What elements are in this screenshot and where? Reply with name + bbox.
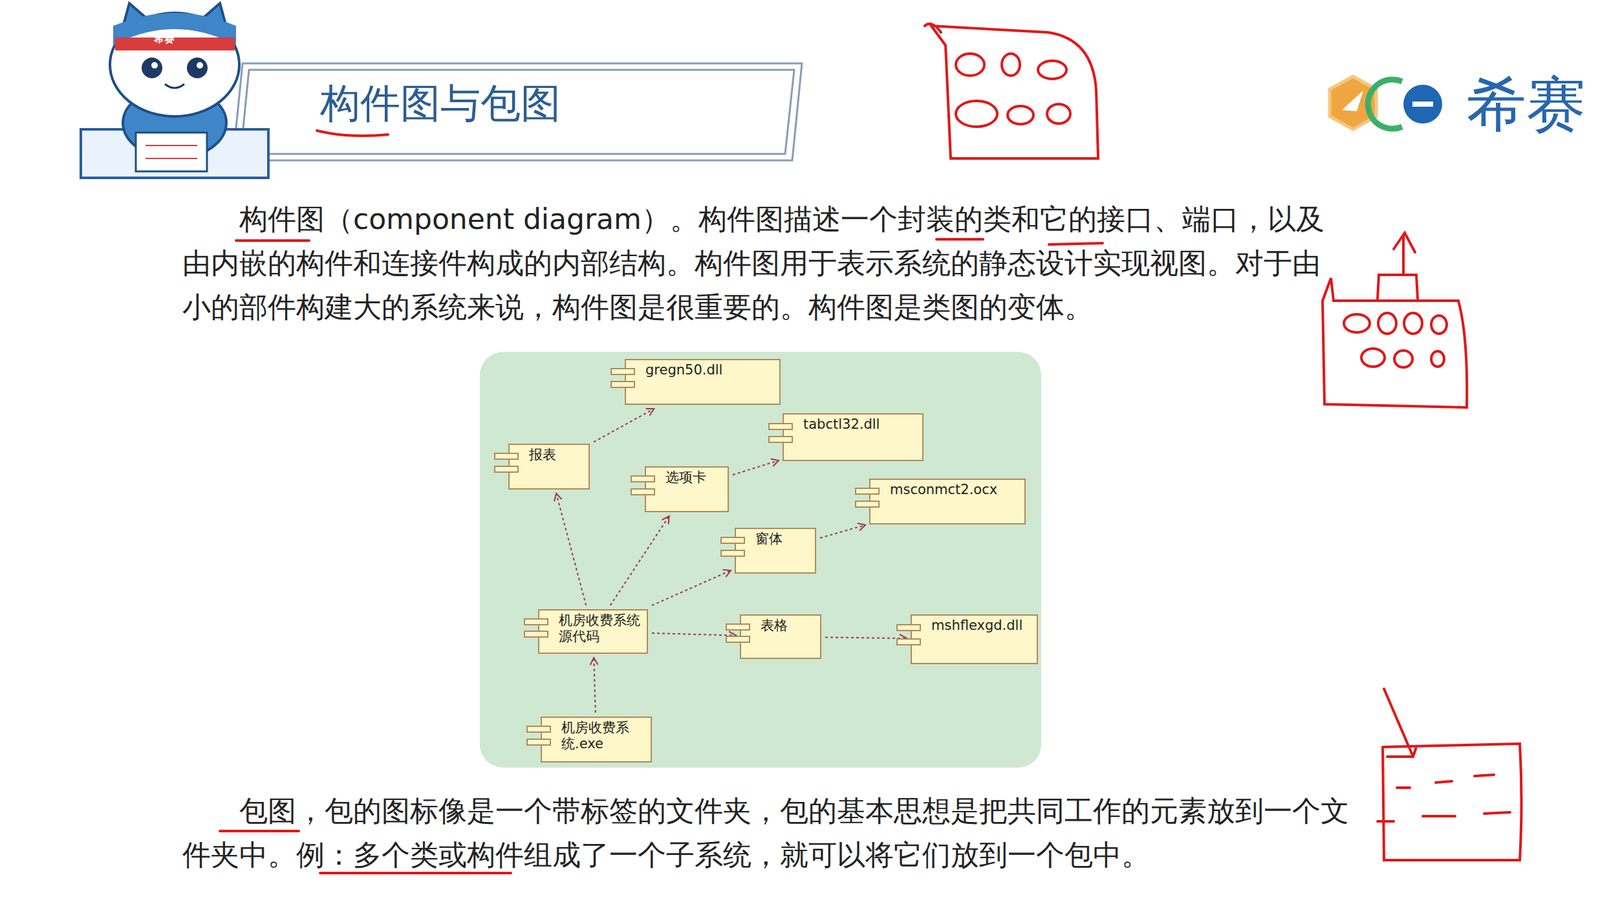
dependency-arrow: [732, 460, 779, 475]
logo-text: 希赛: [1466, 71, 1586, 139]
component-box: tabctl32.dll: [782, 413, 924, 462]
component-tab: [725, 623, 751, 631]
component-name: msconmct2.ocx: [889, 481, 1021, 498]
component-tab: [720, 549, 746, 557]
mascot-badge: 希赛: [153, 32, 175, 46]
dependency-arrow: [593, 657, 596, 713]
component-tab: [526, 738, 552, 746]
logo-icon: [1329, 76, 1443, 130]
component-tab: [720, 536, 746, 544]
body-paragraph: 包图，包的图标像是一个带标签的文件夹，包的基本思想是把共同工作的元素放到一个文件…: [182, 789, 1353, 877]
component-tab: [494, 465, 519, 473]
component-tab: [526, 725, 552, 733]
dependency-arrow: [556, 493, 586, 606]
component-name: 窗体: [755, 530, 811, 548]
component-name: 选项卡: [665, 469, 724, 486]
component-tab: [630, 488, 656, 496]
component-box: 机房收费系统源代码: [538, 609, 649, 654]
component-tab: [494, 452, 519, 460]
diagram-panel: [479, 351, 1042, 768]
component-box: 报表: [508, 443, 590, 490]
component-tab: [725, 635, 751, 643]
dependency-arrow: [825, 637, 907, 639]
hand-annotation: [219, 23, 1522, 874]
component-tab: [896, 638, 921, 646]
component-box: mshflexgd.dll: [910, 614, 1038, 665]
component-name: 机房收费系统.exe: [561, 719, 647, 753]
slide-title: 构件图与包图: [320, 77, 561, 130]
dependency-arrow: [610, 516, 670, 606]
component-tab: [854, 500, 880, 508]
component-tab: [630, 475, 656, 483]
component-tab: [768, 435, 793, 444]
dependency-arrow: [820, 525, 866, 539]
component-box: 窗体: [734, 527, 817, 574]
component-name: 表格: [760, 617, 817, 634]
component-box: 表格: [739, 614, 822, 660]
component-box: 选项卡: [644, 466, 729, 513]
component-box: msconmct2.ocx: [869, 478, 1026, 525]
component-box: gregn50.dll: [624, 358, 781, 405]
dependency-arrow: [593, 408, 654, 442]
dependency-arrow: [651, 633, 736, 636]
component-name: 报表: [529, 446, 585, 464]
component-name: tabctl32.dll: [803, 416, 919, 433]
component-name: 机房收费系统源代码: [558, 612, 643, 645]
body-paragraph: 构件图（component diagram）。构件图描述一个封装的类和它的接口、…: [182, 197, 1347, 330]
component-tab: [896, 624, 921, 632]
mascot: [80, 3, 269, 178]
dependency-arrow: [651, 570, 731, 606]
component-name: mshflexgd.dll: [931, 617, 1033, 634]
component-box: 机房收费系统.exe: [540, 716, 652, 763]
component-name: gregn50.dll: [645, 362, 776, 379]
component-tab: [610, 367, 636, 376]
component-tab: [854, 487, 880, 495]
component-tab: [768, 422, 793, 431]
component-tab: [610, 380, 636, 389]
component-tab: [523, 630, 549, 638]
component-tab: [523, 618, 549, 626]
